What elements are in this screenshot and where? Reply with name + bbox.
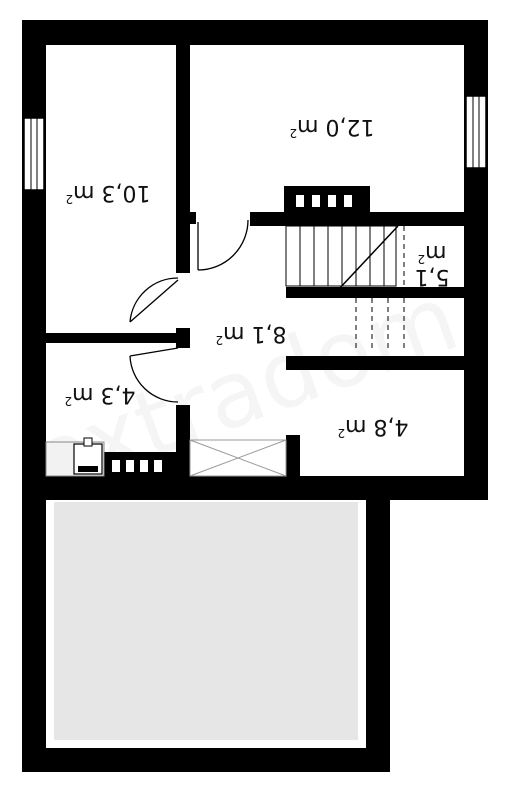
boiler-unit <box>45 437 105 477</box>
room-area-label: 5,1m2 <box>415 240 450 289</box>
room-area-label: 12,0 m2 <box>289 114 374 140</box>
window-left <box>23 117 45 191</box>
radiator-top <box>284 186 370 213</box>
window-right <box>465 95 487 169</box>
staircase <box>285 225 405 352</box>
inner-walls <box>46 45 464 476</box>
garage-floor <box>54 502 358 740</box>
radiator-bottom <box>104 452 176 476</box>
room-area-label: 8,1 m2 <box>215 321 286 347</box>
cabinet-x <box>189 439 287 477</box>
door-swings <box>129 219 249 403</box>
room-area-label: 4,3 m2 <box>64 382 135 408</box>
room-area-label: 10,3 m2 <box>65 180 150 206</box>
room-labels: 12,0 m2 10,3 m2 5,1m2 8,1 m2 4,3 m2 4,8 … <box>64 114 449 440</box>
room-area-label: 4,8 m2 <box>337 414 408 440</box>
